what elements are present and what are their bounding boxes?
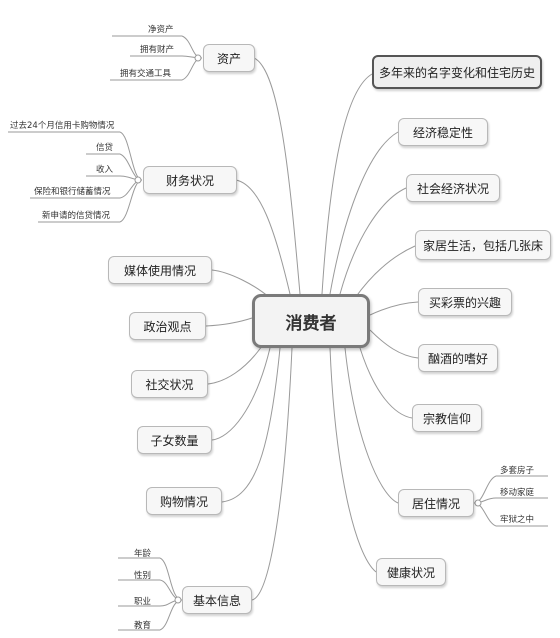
branch-social[interactable]: 社交状况 <box>131 370 208 398</box>
branch-politics[interactable]: 政治观点 <box>129 312 206 340</box>
branch-lottery[interactable]: 买彩票的兴趣 <box>418 288 512 316</box>
branch-label: 经济稳定性 <box>412 125 473 140</box>
branch-shopping[interactable]: 购物情况 <box>146 487 222 515</box>
branch-label: 基本信息 <box>192 593 241 608</box>
branch-label: 宗教信仰 <box>422 411 471 426</box>
branch-label: 居住情况 <box>411 496 460 511</box>
branch-alcohol[interactable]: 酗酒的嗜好 <box>418 344 498 372</box>
leaf-education: 教育 <box>134 621 152 631</box>
branch-label: 家居生活，包括几张床 <box>422 238 543 253</box>
leaf-age: 年龄 <box>134 549 152 559</box>
branch-basic-info[interactable]: 基本信息 <box>182 586 252 614</box>
leaf-in-prison: 牢狱之中 <box>500 515 535 525</box>
branch-home-life[interactable]: 家居生活，包括几张床 <box>415 230 551 260</box>
branch-label: 社会经济状况 <box>416 181 489 196</box>
branch-economic-stability[interactable]: 经济稳定性 <box>398 118 488 146</box>
branch-socioeconomic[interactable]: 社会经济状况 <box>406 174 500 202</box>
branch-health[interactable]: 健康状况 <box>376 558 446 586</box>
leaf-property: 拥有财产 <box>140 45 175 55</box>
leaf-net-assets: 净资产 <box>148 25 174 35</box>
branch-label: 健康状况 <box>386 565 435 580</box>
branch-label: 酗酒的嗜好 <box>427 351 488 366</box>
branch-label: 买彩票的兴趣 <box>428 295 501 310</box>
branch-media[interactable]: 媒体使用情况 <box>108 256 212 284</box>
leaf-mobile-home: 移动家庭 <box>500 488 535 498</box>
leaf-multiple-houses: 多套房子 <box>500 466 535 476</box>
leaf-new-credit: 新申请的信贷情况 <box>42 211 111 221</box>
branch-label: 子女数量 <box>150 433 199 448</box>
leaf-income: 收入 <box>96 165 114 175</box>
root-label: 消费者 <box>285 313 337 334</box>
branch-name-history[interactable]: 多年来的名字变化和住宅历史 <box>372 55 542 89</box>
branch-label: 政治观点 <box>143 319 192 334</box>
leaf-credit: 信贷 <box>96 143 114 153</box>
branch-assets[interactable]: 资产 <box>203 44 255 72</box>
branch-label: 财务状况 <box>165 173 214 188</box>
leaf-credit-card: 过去24个月信用卡购物情况 <box>10 121 115 131</box>
leaf-gender: 性别 <box>134 571 152 581</box>
branch-label: 媒体使用情况 <box>123 263 196 278</box>
branch-label: 社交状况 <box>145 377 194 392</box>
branch-finance[interactable]: 财务状况 <box>143 166 237 194</box>
branch-label: 购物情况 <box>159 494 208 509</box>
leaf-insurance: 保险和银行储蓄情况 <box>34 187 111 197</box>
branch-label: 资产 <box>216 51 241 66</box>
branch-kids[interactable]: 子女数量 <box>137 426 212 454</box>
root-node[interactable]: 消费者 <box>252 294 370 348</box>
branch-religion[interactable]: 宗教信仰 <box>412 404 482 432</box>
leaf-vehicles: 拥有交通工具 <box>120 69 172 79</box>
leaf-occupation: 职业 <box>134 597 152 607</box>
branch-label: 多年来的名字变化和住宅历史 <box>378 65 535 80</box>
branch-housing[interactable]: 居住情况 <box>398 489 474 517</box>
